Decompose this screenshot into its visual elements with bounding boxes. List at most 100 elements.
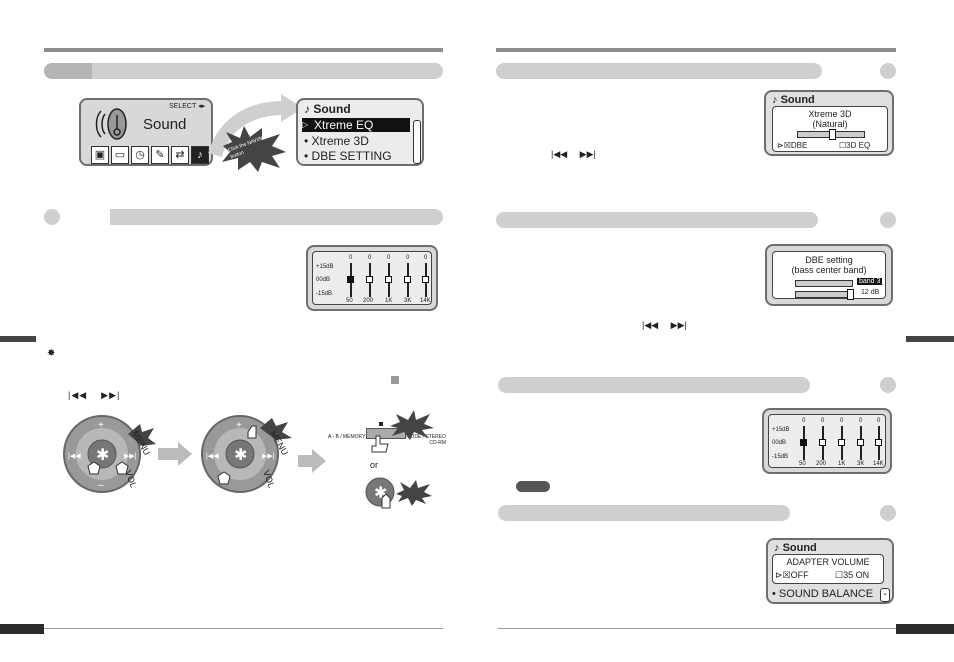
svg-text:▶▶|: ▶▶| — [124, 453, 137, 460]
left-section-bar-2-cap — [44, 209, 110, 225]
eq-band-label: 3K — [857, 461, 865, 467]
eq-knob[interactable] — [347, 276, 354, 283]
sound-balance-item[interactable]: • SOUND BALANCE — [772, 588, 874, 600]
svg-text:+: + — [98, 420, 104, 431]
dbe-dialog: DBE setting (bass center band) band 3 12… — [772, 251, 886, 300]
arrow-right-head — [178, 442, 192, 466]
menu-scrollbar[interactable] — [413, 120, 421, 164]
eq-panel-right: +15dB 00dB -15dB 0 0 0 0 0 50 200 1K 3K … — [762, 408, 892, 474]
menu-item-label: DBE SETTING — [311, 149, 392, 163]
eq-top-value: 0 — [877, 418, 881, 424]
eq-knob[interactable] — [819, 439, 826, 446]
band-slider[interactable] — [795, 280, 853, 287]
eq-band-label: 3K — [404, 298, 412, 304]
menu-item-xtreme-eq[interactable]: Xtreme EQ — [302, 118, 410, 132]
eq-band-label: 1K — [838, 461, 846, 467]
left-section-bar-1-cap — [44, 63, 92, 79]
curved-arrow-icon — [208, 94, 303, 158]
right-section-bar-1-end — [880, 63, 896, 79]
prev-next-icons: |◀◀ ▶▶| — [68, 390, 121, 400]
menu-item-label: Xtreme EQ — [314, 118, 374, 132]
eq-knob[interactable] — [385, 276, 392, 283]
right-section-bar-4-end — [880, 505, 896, 521]
eq-top-value: 0 — [802, 418, 806, 424]
eq-knob[interactable] — [875, 439, 882, 446]
xtreme3d-panel: ♪ Sound Xtreme 3D (Natural) ⊳☒DBE ☐3D EQ — [764, 90, 894, 156]
eq-band-label: 14K — [873, 461, 884, 467]
sound-screen-title: Sound — [143, 116, 187, 133]
eq-top-value: 0 — [424, 255, 428, 261]
eq-knob[interactable] — [366, 276, 373, 283]
eq-knob[interactable] — [838, 439, 845, 446]
right-top-rule — [496, 48, 896, 52]
adapter-off-checkbox[interactable]: ⊳☒OFF — [775, 570, 809, 580]
svg-text:+: + — [236, 420, 242, 431]
right-section-bar-3-end — [880, 377, 896, 393]
left-section-bar-1 — [44, 63, 443, 79]
sound-menu-header: ♪ Sound — [304, 102, 351, 116]
xtreme3d-line1: Xtreme 3D — [808, 109, 852, 119]
eq-band-label: 50 — [799, 461, 806, 467]
eq-db-high: +15dB — [316, 264, 334, 270]
left-section-bar-2-dot — [44, 209, 60, 225]
band-value: band 3 — [857, 278, 883, 285]
adapter-header: ♪ Sound — [774, 542, 817, 554]
eq-knob[interactable] — [422, 276, 429, 283]
adapter-on-checkbox[interactable]: ☐35 ON — [835, 570, 870, 580]
eq-db-low: -15dB — [772, 454, 789, 460]
stop-icon — [391, 376, 399, 384]
repeat-icon: ⇄ — [171, 146, 189, 164]
adapter-line1: ADAPTER VOLUME — [786, 557, 870, 567]
eq-knob[interactable] — [857, 439, 864, 446]
note-badge — [516, 481, 550, 492]
tools-icon: ✎ — [151, 146, 169, 164]
svg-text:▶▶|: ▶▶| — [262, 453, 275, 460]
left-footer-block — [0, 624, 44, 634]
eq-knob[interactable] — [800, 439, 807, 446]
svg-text:✱: ✱ — [234, 447, 247, 464]
eq-top-value: 0 — [859, 418, 863, 424]
eq-top-value: 0 — [368, 255, 372, 261]
adapter-scroll-icon[interactable]: ⌄ — [880, 588, 890, 602]
menu-item-dbe-setting[interactable]: • DBE SETTING — [304, 149, 392, 163]
eq-top-value: 0 — [821, 418, 825, 424]
adapter-dialog: ADAPTER VOLUME ⊳☒OFF ☐35 ON — [772, 554, 884, 584]
xtreme3d-line2: (Natural) — [812, 119, 848, 129]
select-label: SELECT ◂▸ — [169, 103, 206, 110]
svg-text:✱: ✱ — [96, 447, 109, 464]
eq-top-value: 0 — [406, 255, 410, 261]
left-footer-line — [44, 628, 443, 629]
dbe-line2: (bass center band) — [791, 265, 867, 275]
finger-press-icon — [371, 435, 389, 453]
svg-text:|◀◀: |◀◀ — [206, 453, 219, 460]
dbe-label: DBE — [790, 141, 808, 150]
clock-icon: ◷ — [131, 146, 149, 164]
adapter-on-label: 35 ON — [843, 570, 870, 580]
db-value: 12 dB — [861, 289, 880, 296]
db-slider-knob[interactable] — [847, 289, 854, 300]
sound-menu-header-text: Sound — [313, 102, 351, 116]
left-side-tab — [0, 336, 36, 342]
eq-band-label: 50 — [346, 298, 353, 304]
dbe-checkbox[interactable]: ⊳☒DBE — [777, 141, 808, 150]
eq-db-mid: 00dB — [316, 277, 331, 283]
menu-item-xtreme-3d[interactable]: • Xtreme 3D — [304, 134, 369, 148]
eq-knob[interactable] — [404, 276, 411, 283]
eq3d-checkbox[interactable]: ☐3D EQ — [839, 141, 871, 150]
db-slider[interactable] — [795, 291, 853, 298]
sound-balance-label: SOUND BALANCE — [778, 588, 874, 600]
monitor-icon: ▭ — [111, 146, 129, 164]
right-section-bar-2-end — [880, 212, 896, 228]
eq-db-mid: 00dB — [772, 440, 787, 446]
arrow-right-icon — [158, 448, 178, 460]
icon-row: ▣▭◷✎⇄♪ — [91, 145, 209, 164]
left-section-bar-2 — [44, 209, 443, 225]
eq-panel-right-screen: +15dB 00dB -15dB 0 0 0 0 0 50 200 1K 3K … — [768, 414, 886, 468]
xtreme3d-slider-knob[interactable] — [829, 129, 836, 140]
right-section-bar-3 — [498, 377, 810, 393]
center-button-icon[interactable]: ✱ — [364, 474, 404, 514]
right-section-bar-1 — [496, 63, 822, 79]
svg-text:–: – — [98, 480, 104, 491]
svg-text:|◀◀: |◀◀ — [68, 453, 81, 460]
xtreme3d-header-text: Sound — [780, 94, 815, 106]
